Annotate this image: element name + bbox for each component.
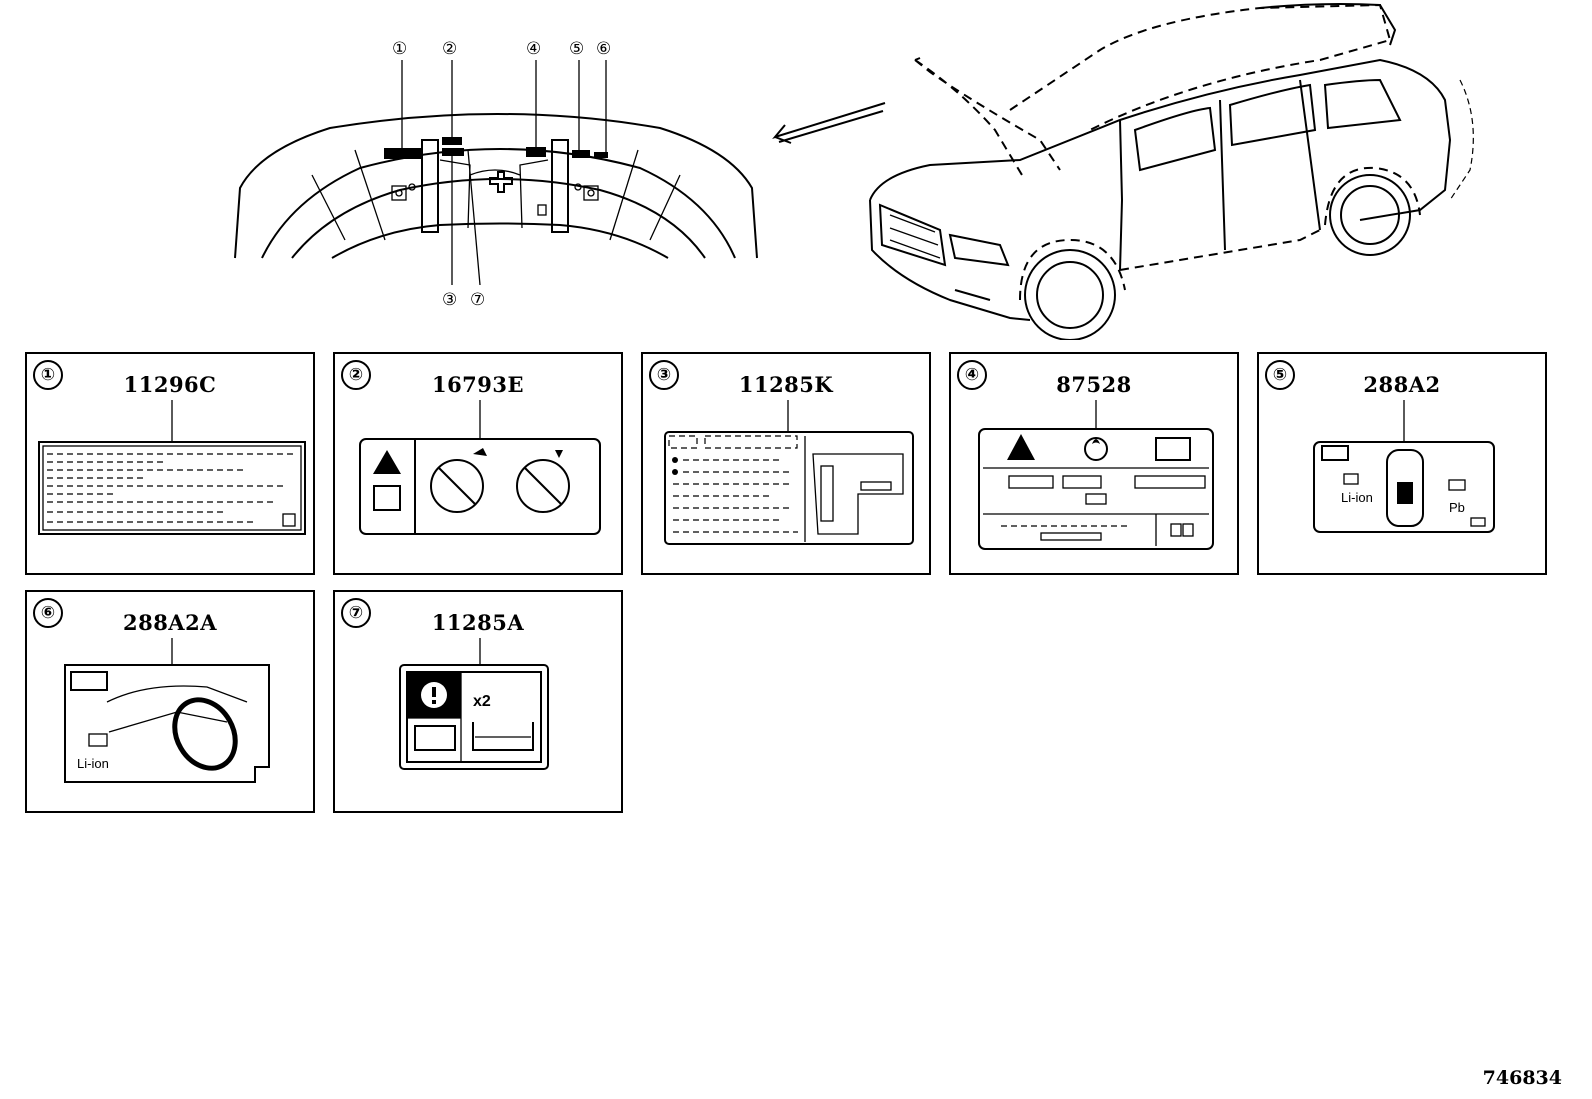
- engine-bay-locator: ① ② ④ ⑤ ⑥ ③ ⑦: [234, 39, 758, 310]
- callout-5: ⑤: [569, 39, 584, 59]
- callout-6: ⑥: [596, 39, 611, 59]
- pb-text: Pb: [1449, 500, 1465, 515]
- index-badge: ⑥: [33, 598, 63, 628]
- index-badge: ③: [649, 360, 679, 390]
- diagram-id: 746834: [1482, 1067, 1562, 1089]
- no-touch-fan-label-icon: [359, 400, 601, 535]
- callout-3: ③: [442, 290, 457, 310]
- callout-4: ④: [526, 39, 541, 59]
- part-number: 288A2A: [122, 610, 218, 635]
- li-ion-text: Li-ion: [1341, 490, 1373, 505]
- part-number: 11285K: [738, 372, 834, 397]
- callout-7: ⑦: [470, 290, 485, 310]
- part-number: 16793E: [431, 372, 525, 397]
- direction-arrow-icon: [772, 102, 886, 144]
- index-badge: ④: [957, 360, 987, 390]
- label-panel-1: ① 11296C: [25, 352, 315, 575]
- battery-interior-label-icon: Li-ion: [64, 638, 270, 783]
- coolant-fill-label-icon: x2: [399, 638, 549, 770]
- li-ion-text: Li-ion: [77, 756, 109, 771]
- callout-2: ②: [442, 39, 457, 59]
- part-number: 87528: [1056, 372, 1132, 397]
- label-panel-7: ⑦ 11285A x2: [333, 590, 623, 813]
- label-panel-3: ③ 11285K: [641, 352, 931, 575]
- engine-service-label-icon: [38, 400, 306, 535]
- part-number: 11285A: [431, 610, 525, 635]
- part-number: 288A2: [1363, 372, 1441, 397]
- emission-warning-label-icon: [978, 400, 1214, 550]
- callout-1: ①: [392, 39, 407, 59]
- battery-location-label-icon: Li-ion Pb: [1313, 400, 1495, 533]
- label-panel-2: ② 16793E: [333, 352, 623, 575]
- coolant-info-label-icon: [664, 400, 914, 545]
- label-panel-5: ⑤ 288A2 Li-ion Pb: [1257, 352, 1547, 575]
- label-panel-4: ④ 87528: [949, 352, 1239, 575]
- part-number: 11296C: [123, 372, 217, 397]
- x2-text: x2: [473, 693, 491, 710]
- vehicle-illustration: [869, 3, 1474, 340]
- index-badge: ⑤: [1265, 360, 1295, 390]
- index-badge: ①: [33, 360, 63, 390]
- index-badge: ⑦: [341, 598, 371, 628]
- label-panel-6: ⑥ 288A2A Li-ion: [25, 590, 315, 813]
- index-badge: ②: [341, 360, 371, 390]
